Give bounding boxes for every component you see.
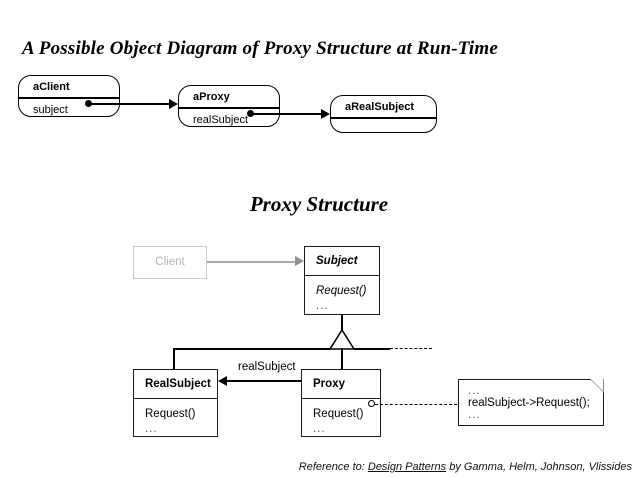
class-client[interactable]: Client (133, 246, 207, 279)
class-proxy-name: Proxy (302, 370, 380, 399)
association-arrowhead-realsubject (218, 376, 227, 386)
note-dots-top: ... (468, 385, 481, 397)
note-anchor-dashed-line (375, 404, 457, 405)
note-box[interactable]: ... realSubject->Request(); ... (458, 379, 604, 426)
link-arrowhead-arealsubject (321, 109, 330, 119)
object-aclient-name: aClient (33, 81, 70, 93)
class-subject[interactable]: Subject Request() ... (304, 246, 380, 315)
object-arealsubject-name: aRealSubject (345, 101, 415, 113)
note-fold-corner-inner-icon (591, 379, 603, 391)
object-aclient[interactable]: aClient subject (18, 75, 120, 117)
generalization-drop-proxy (341, 348, 343, 370)
object-arealsubject-divider (331, 117, 436, 119)
class-realsubject[interactable]: RealSubject Request() ... (133, 369, 218, 437)
note-code: realSubject->Request(); (468, 397, 590, 409)
class-proxy-dots: ... (313, 423, 326, 435)
class-client-name: Client (155, 256, 185, 268)
class-realsubject-dots: ... (145, 423, 158, 435)
class-subject-operation: Request() (316, 285, 367, 297)
page-title: A Possible Object Diagram of Proxy Struc… (22, 38, 499, 59)
class-proxy[interactable]: Proxy Request() ... (301, 369, 381, 437)
link-arrowhead-aproxy (169, 99, 178, 109)
object-aclient-attribute: subject (33, 103, 68, 116)
generalization-bar-dashed-tail (390, 348, 432, 349)
association-client-subject-arrowhead (295, 256, 304, 266)
reference-footer: Reference to: Design Patterns by Gamma, … (0, 461, 632, 473)
generalization-stem-subject (341, 315, 343, 331)
class-realsubject-body: Request() ... (134, 399, 217, 443)
generalization-bar-right (354, 348, 390, 350)
object-aproxy[interactable]: aProxy realSubject (178, 85, 280, 127)
class-subject-body: Request() ... (305, 276, 379, 320)
class-subject-name: Subject (305, 247, 379, 276)
association-client-subject (207, 261, 297, 263)
note-anchor-ball (368, 400, 375, 407)
reference-book-title: Design Patterns (367, 461, 447, 473)
object-aproxy-attribute: realSubject (193, 113, 249, 126)
association-label-realsubject: realSubject (238, 361, 296, 373)
reference-suffix: by Gamma, Helm, Johnson, Vlissides (446, 461, 632, 473)
class-proxy-operation: Request() (313, 408, 364, 420)
class-realsubject-name: RealSubject (134, 370, 217, 399)
generalization-drop-realsubject (173, 348, 175, 370)
generalization-bar (173, 348, 330, 350)
class-subject-dots: ... (316, 300, 329, 312)
object-aproxy-divider (179, 107, 279, 109)
class-realsubject-operation: Request() (145, 408, 196, 420)
association-line-proxy-realsubject (227, 380, 301, 382)
class-proxy-body: Request() ... (302, 399, 380, 443)
link-line-aproxy-arealsubject (250, 113, 322, 115)
object-arealsubject[interactable]: aRealSubject (330, 95, 437, 133)
object-aproxy-name: aProxy (193, 91, 230, 103)
note-dots-bottom: ... (468, 409, 481, 421)
reference-prefix: Reference to: (298, 461, 368, 473)
generalization-triangle (329, 329, 355, 350)
link-line-aclient-aproxy (88, 103, 170, 105)
section-title: Proxy Structure (249, 192, 389, 216)
object-aclient-divider (19, 97, 119, 99)
